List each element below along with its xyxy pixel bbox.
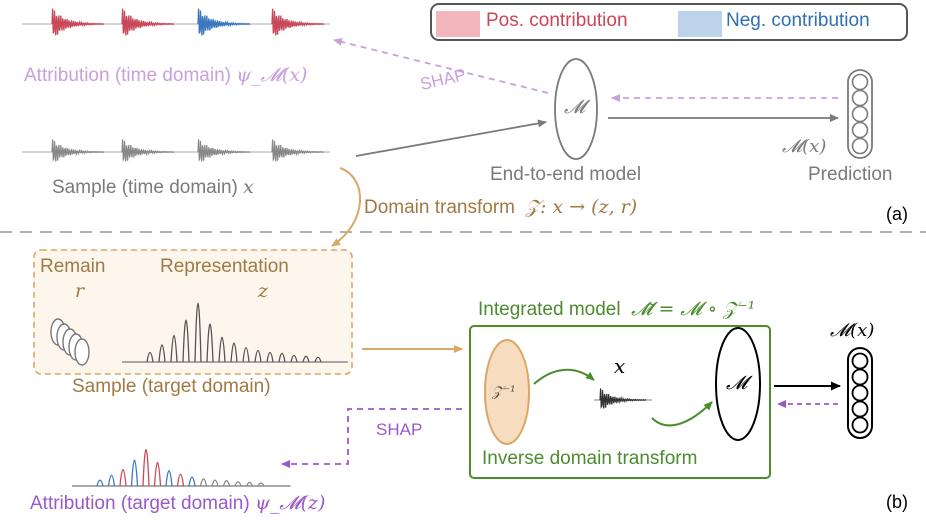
attribution-time-label: Attribution (time domain) ψ_𝓜(x) (24, 64, 307, 87)
spectrum-peak (176, 473, 185, 487)
shap-label-b: SHAP (376, 420, 423, 439)
spectrum-peak (245, 481, 254, 487)
attribution-time-text: Attribution (time domain) (24, 65, 231, 86)
representation-spectrum (122, 302, 348, 363)
spectrum-peak (314, 356, 322, 363)
sample-time-waveform (22, 139, 330, 162)
spectrum-peak (302, 355, 310, 363)
spectrum-peak (165, 470, 173, 487)
attribution-time-waveform (22, 8, 330, 36)
waveform-burst (51, 8, 105, 36)
spectrum-peak (266, 351, 274, 363)
legend: Pos. contribution Neg. contribution (430, 3, 908, 41)
sample-time-text: Sample (time domain) (52, 177, 238, 198)
waveform-burst (599, 388, 646, 410)
output-math-a: 𝓜(x) (782, 136, 827, 157)
waveform-burst (271, 139, 325, 162)
domain-transform-text: Domain transform (364, 197, 515, 218)
shap-arrow-a (333, 38, 549, 94)
panel-tag-a: (a) (886, 204, 908, 224)
spectrum-peak (142, 448, 150, 487)
sample-to-model-arrow (355, 119, 547, 157)
domain-transform-arrow (331, 167, 362, 247)
attribution-target-spectrum (72, 448, 291, 487)
spectrum-peak (278, 352, 286, 363)
model-node-b (715, 327, 761, 441)
waveform-burst (121, 139, 175, 162)
attribution-target-label: Attribution (target domain) ψ_𝓜(z) (30, 492, 325, 515)
pos-legend-label: Pos. contribution (486, 10, 628, 31)
waveform-burst (197, 139, 251, 162)
neg-legend-label: Neg. contribution (726, 10, 870, 31)
signal-to-model-arrow (651, 401, 713, 427)
spectrum-peak (188, 476, 196, 487)
sample-time-label: Sample (time domain) x (52, 176, 254, 199)
waveform-burst (51, 139, 105, 162)
reconstructed-signal-waveform (594, 388, 652, 410)
remain-label: Remain (40, 256, 106, 277)
integrated-model-label: Integrated model 𝓜̃ = 𝓜 ∘ 𝒵⁻¹ (478, 298, 755, 321)
spectrum-peak (242, 347, 250, 363)
spectrum-peak (153, 462, 162, 487)
spectrum-peak (218, 336, 226, 363)
panel-tag-b: (b) (886, 492, 908, 512)
spectrum-peak (234, 481, 242, 487)
spectrum-peak (158, 344, 166, 363)
waveform-burst (121, 8, 175, 36)
pos-swatch (436, 11, 480, 37)
spectrum-peak (254, 349, 262, 363)
remain-coin-stack (50, 318, 90, 366)
inverse-transform-label: Inverse domain transform (482, 448, 698, 469)
representation-label: Representation (160, 256, 289, 277)
spectrum-peak (170, 335, 178, 363)
representation-math: z (258, 280, 269, 302)
spectrum-peak (107, 474, 116, 487)
sample-time-math: x (243, 176, 254, 198)
remain-math: r (75, 280, 85, 302)
integrated-model-text: Integrated model (478, 299, 621, 320)
spectrum-peak (96, 479, 104, 487)
prediction-label: Prediction (808, 164, 893, 185)
sample-target-label: Sample (target domain) (72, 376, 271, 397)
attribution-target-math: ψ_𝓜(z) (254, 492, 326, 514)
spectrum-peak (211, 479, 219, 487)
prediction-stack-b (847, 347, 873, 439)
spectrum-peak (206, 323, 214, 363)
signal-x-symbol: x (614, 354, 626, 378)
attribution-target-text: Attribution (target domain) (30, 493, 250, 514)
waveform-burst (197, 8, 251, 36)
inverse-transform-node (484, 339, 530, 445)
spectrum-peak (130, 459, 139, 487)
model-symbol-a: 𝓜 (564, 96, 586, 118)
integrated-model-math: 𝓜̃ = 𝓜 ∘ 𝒵⁻¹ (631, 298, 756, 320)
spectrum-peak (290, 354, 298, 363)
domain-transform-math: 𝒵: x → (z, r) (525, 196, 638, 218)
end-to-end-model-node (554, 58, 598, 160)
output-math-b: 𝓜(x) (830, 320, 875, 341)
domain-transform-label: Domain transform 𝒵: x → (z, r) (364, 196, 637, 219)
end-to-end-model-label: End-to-end model (490, 164, 642, 185)
spectrum-peak (119, 468, 127, 487)
spectrum-peak (222, 480, 231, 487)
neg-swatch (678, 11, 722, 37)
inverse-to-signal-arrow (533, 368, 595, 385)
inverse-symbol: 𝒵⁻¹ (492, 384, 516, 400)
waveform-burst (271, 8, 325, 36)
model-symbol-b: 𝓜 (726, 372, 748, 394)
spectrum-peak (230, 342, 238, 363)
spectrum-peak (199, 478, 208, 487)
spectrum-peak (182, 319, 190, 363)
spectrum-peak (146, 351, 154, 363)
prediction-stack-a (847, 69, 873, 159)
attribution-time-math: ψ_𝓜(x) (236, 64, 308, 86)
spectrum-peak (257, 482, 265, 487)
shap-arrow-b (281, 408, 462, 468)
target-sample-box (33, 249, 353, 375)
spectrum-peak (194, 302, 202, 363)
